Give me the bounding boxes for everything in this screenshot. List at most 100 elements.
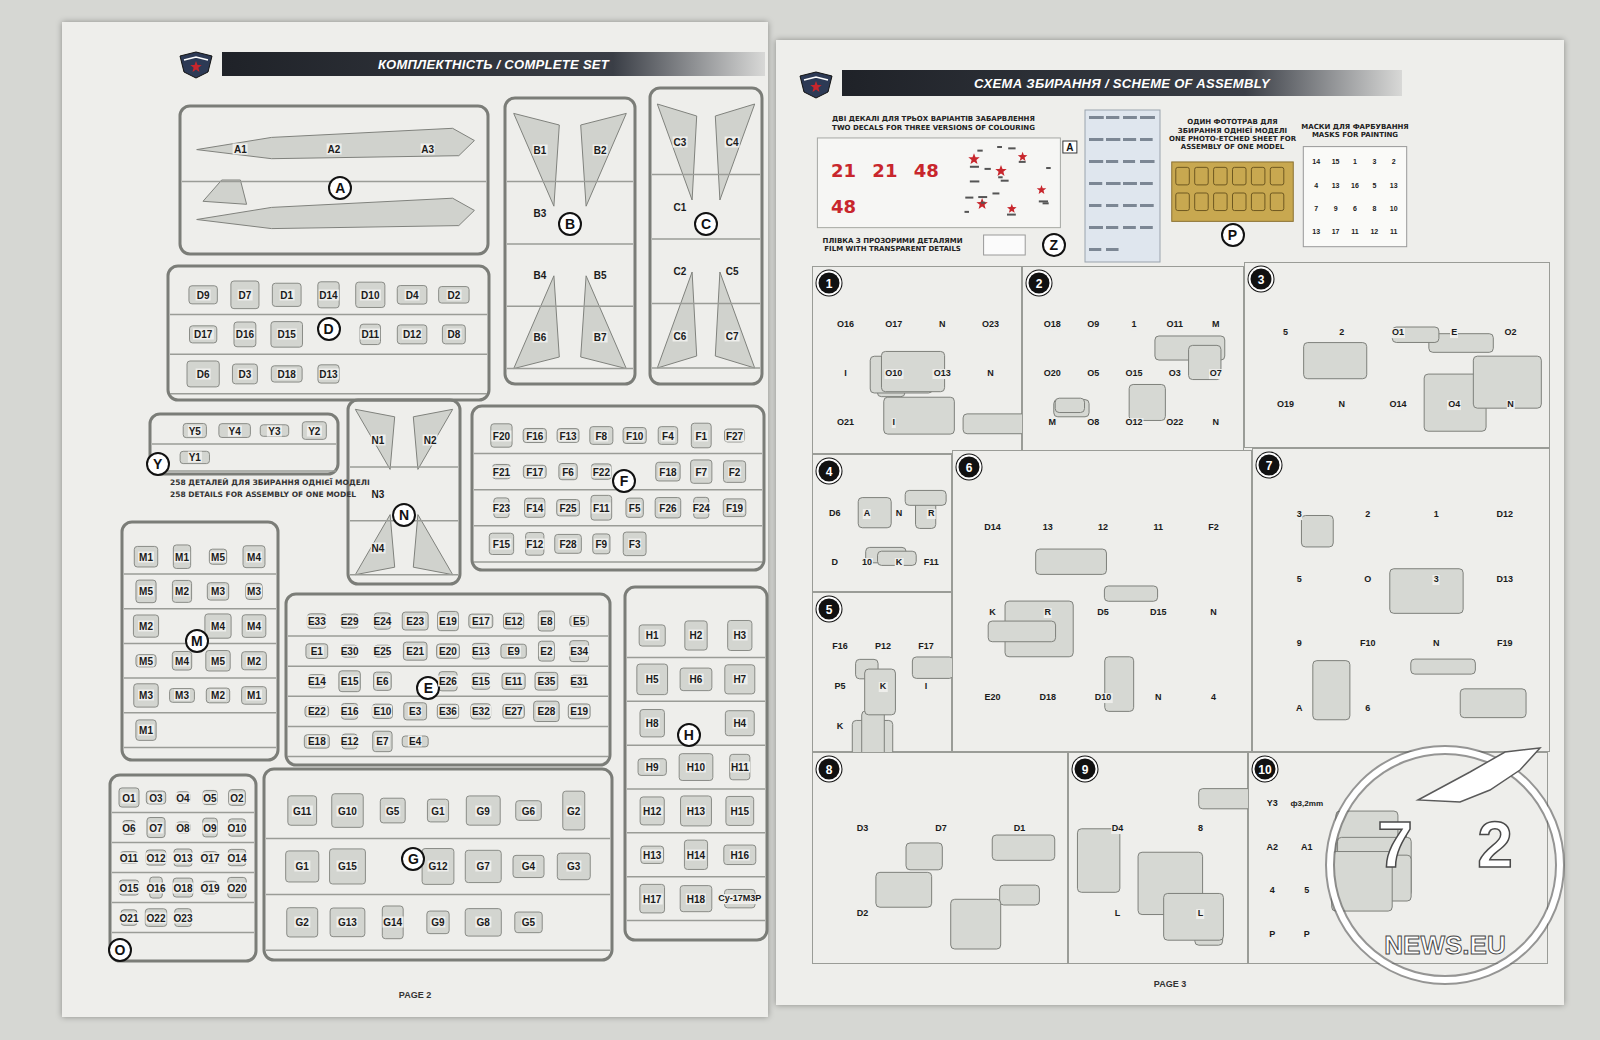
callout-label: 4 bbox=[1210, 693, 1217, 703]
photo-etched-sheet: ОДИН ФОТОТРАВ ДЛЯ ЗБИРАННЯ ОДНІЄЇ МОДЕЛІ… bbox=[1165, 112, 1300, 247]
part-outline bbox=[427, 911, 449, 934]
stencil-marking bbox=[1106, 138, 1120, 141]
part-outline bbox=[382, 906, 403, 939]
part-number: F13 bbox=[558, 430, 577, 441]
stencil-marking bbox=[1123, 226, 1136, 229]
sprue-runner bbox=[652, 238, 760, 240]
sprue-runner bbox=[170, 393, 487, 395]
sprue-runner bbox=[507, 243, 633, 245]
part-outline bbox=[469, 614, 493, 628]
callout-label: 13 bbox=[1042, 523, 1054, 533]
sprue-letter: B bbox=[558, 212, 582, 236]
part-number: Y4 bbox=[228, 425, 242, 436]
part-number: M3 bbox=[210, 586, 226, 597]
sprue-runner bbox=[288, 756, 608, 758]
part-number: G5 bbox=[521, 917, 536, 928]
part-number: A2 bbox=[327, 143, 342, 154]
part-number: E35 bbox=[536, 676, 556, 687]
decal-marking bbox=[1001, 180, 1009, 182]
callout-label: O1 bbox=[1391, 328, 1405, 338]
part-outline bbox=[523, 465, 546, 478]
part-number: D17 bbox=[193, 329, 213, 340]
mask-number: 5 bbox=[1371, 182, 1377, 190]
part-number: N2 bbox=[423, 434, 438, 445]
film-sheet bbox=[984, 235, 1026, 255]
part-outline bbox=[136, 580, 156, 603]
part-number: H2 bbox=[689, 630, 704, 641]
stencil-marking bbox=[1106, 182, 1121, 185]
sprue-letter: F bbox=[612, 469, 636, 493]
callout-label: O11 bbox=[1166, 320, 1185, 330]
sprue-frame: FF20F16F13F8F10F4F1F27F21F17F6F22F18F7F2… bbox=[470, 404, 766, 572]
part-outline bbox=[189, 286, 217, 304]
part-outline bbox=[242, 687, 267, 705]
callout-label: K bbox=[879, 682, 888, 692]
part-outline bbox=[557, 429, 579, 443]
part-number: D15 bbox=[277, 329, 297, 340]
sprue-letter: A bbox=[328, 176, 352, 200]
part-number: O1 bbox=[121, 792, 136, 803]
callout-label: N bbox=[938, 320, 947, 330]
assembly-step: 352O1EO2O19NO14O4N bbox=[1244, 262, 1550, 448]
callout-label: N bbox=[986, 369, 995, 379]
part-outline bbox=[318, 282, 339, 308]
instruction-page: PAGE 3СХЕМА ЗБИРАННЯ / SCHEME OF ASSEMBL… bbox=[776, 40, 1564, 1005]
part-drawing bbox=[1000, 885, 1040, 905]
part-outline bbox=[133, 615, 158, 637]
callout-label: 5 bbox=[1296, 575, 1303, 585]
part-outline bbox=[413, 515, 452, 575]
sheet-heading: ПЛІВКА З ПРОЗОРИМИ ДЕТАЛЯМИ bbox=[823, 237, 963, 245]
part-number: G10 bbox=[337, 805, 358, 816]
part-outline bbox=[728, 620, 752, 650]
part-number: E17 bbox=[471, 616, 491, 627]
part-number: D11 bbox=[360, 329, 380, 340]
part-outline bbox=[655, 498, 681, 518]
part-outline bbox=[302, 422, 326, 440]
callout-label: L bbox=[1197, 909, 1205, 919]
part-outline bbox=[190, 326, 217, 343]
callout-label: O5 bbox=[1086, 369, 1100, 379]
part-number: F15 bbox=[492, 538, 511, 549]
callout-label: D7 bbox=[934, 824, 948, 834]
heading-group: МАСКИ ДЛЯ ФАРБУВАННЯMASKS FOR PAINTING bbox=[1300, 118, 1410, 144]
sprue-runner bbox=[652, 174, 760, 176]
logo-shield bbox=[800, 72, 832, 98]
part-outline bbox=[593, 534, 610, 554]
part-outline bbox=[684, 840, 707, 869]
part-number: F6 bbox=[561, 466, 575, 477]
part-outline bbox=[134, 546, 157, 567]
mask-number: 3 bbox=[1371, 158, 1377, 166]
callout-label: O22 bbox=[1165, 418, 1184, 428]
part-number: H12 bbox=[642, 805, 662, 816]
part-outline bbox=[538, 641, 554, 661]
part-outline bbox=[581, 276, 627, 369]
etched-part bbox=[1176, 193, 1190, 211]
sprue-runner bbox=[152, 443, 336, 445]
etched-part bbox=[1233, 167, 1247, 185]
part-drawing bbox=[1313, 661, 1350, 720]
sheet-heading: ONE PHOTO-ETCHED SHEET FOR ASSEMBLY OF O… bbox=[1165, 135, 1300, 152]
part-number: O3 bbox=[148, 792, 163, 803]
part-number: Y5 bbox=[188, 425, 202, 436]
step-number: 5 bbox=[819, 599, 840, 620]
part-outline bbox=[465, 909, 501, 936]
part-number: Y3 bbox=[267, 425, 281, 436]
part-number: G9 bbox=[430, 917, 445, 928]
mask-number: 10 bbox=[1389, 205, 1399, 213]
part-outline bbox=[231, 281, 259, 309]
part-number: E30 bbox=[340, 646, 360, 657]
part-number: M1 bbox=[174, 551, 190, 562]
mask-number: 1 bbox=[1352, 158, 1358, 166]
decal-number: 48 bbox=[913, 160, 940, 181]
part-number: N1 bbox=[370, 434, 385, 445]
stencil-marking bbox=[1106, 116, 1119, 119]
part-number: E14 bbox=[307, 676, 327, 687]
decal-star bbox=[968, 153, 979, 164]
part-outline bbox=[591, 495, 612, 520]
callout-label: K bbox=[836, 722, 845, 732]
mask-number: 15 bbox=[1331, 158, 1341, 166]
part-number: M2 bbox=[174, 586, 190, 597]
callout-label: O10 bbox=[884, 369, 903, 379]
part-outline bbox=[515, 912, 542, 933]
